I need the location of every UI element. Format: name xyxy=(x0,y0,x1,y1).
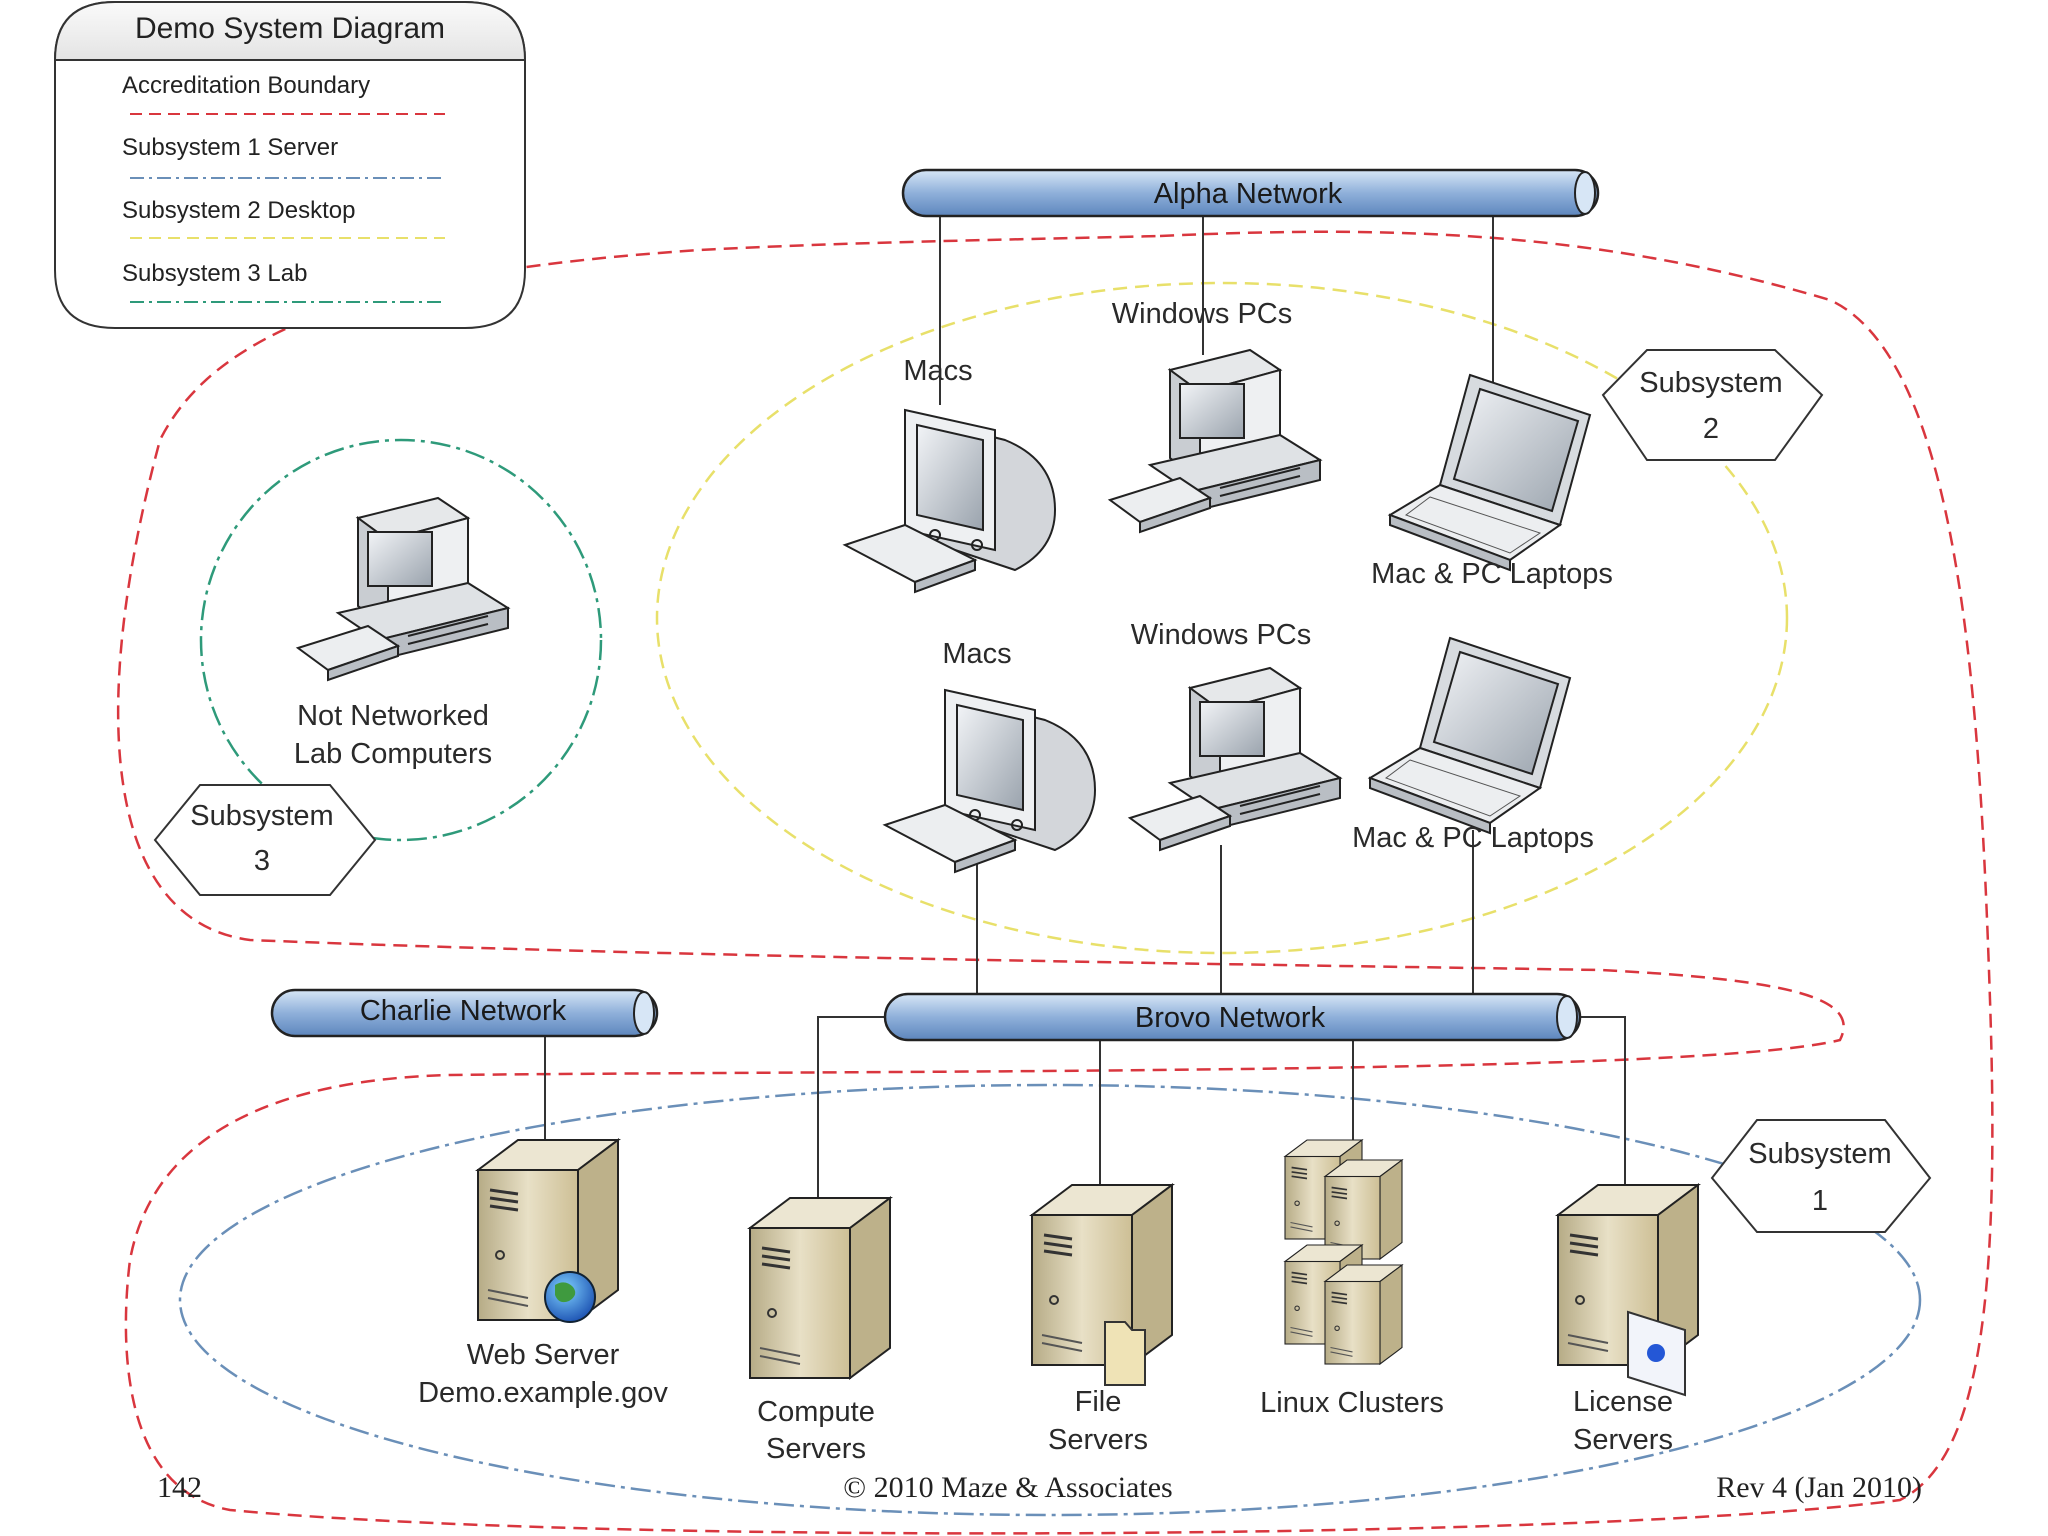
laptop-bottom: Mac & PC Laptops xyxy=(1352,637,1594,854)
charlie-network: Charlie Network xyxy=(270,988,659,1038)
laptop-bottom-label: Mac & PC Laptops xyxy=(1352,822,1594,854)
subsystem-1-number: 1 xyxy=(1812,1185,1828,1217)
compute-servers-label-line1: Compute xyxy=(757,1396,875,1428)
legend-item-subsystem-3: Subsystem 3 Lab xyxy=(122,260,307,287)
license-servers-label-line1: License xyxy=(1573,1386,1673,1418)
legend-item-accreditation: Accreditation Boundary xyxy=(122,72,370,99)
windows-pc-bottom-label: Windows PCs xyxy=(1131,619,1312,651)
license-server: License Servers xyxy=(1556,1183,1700,1456)
windows-pc-bottom: Windows PCs xyxy=(1129,619,1341,851)
windows-pc-top: Windows PCs xyxy=(1109,298,1321,533)
charlie-network-label: Charlie Network xyxy=(360,995,567,1027)
laptop-top-label: Mac & PC Laptops xyxy=(1371,558,1613,590)
subsystem-3-boundary xyxy=(199,438,603,842)
lab-computers-label-line1: Not Networked xyxy=(297,700,489,732)
connections xyxy=(544,215,1626,1205)
web-server: Web Server Demo.example.gov xyxy=(418,1138,668,1409)
file-server: File Servers xyxy=(1030,1183,1174,1456)
legend: Demo System Diagram Accreditation Bounda… xyxy=(53,1,527,329)
laptop-top: Mac & PC Laptops xyxy=(1371,374,1613,590)
subsystem-3-number: 3 xyxy=(254,845,270,877)
subsystem-1-boundary xyxy=(178,1083,1922,1517)
copyright: © 2010 Maze & Associates xyxy=(843,1471,1172,1504)
subsystem-1-label: Subsystem xyxy=(1748,1138,1891,1170)
compute-servers-label-line2: Servers xyxy=(766,1433,866,1465)
mac-top: Macs xyxy=(844,355,1056,593)
brovo-network-label: Brovo Network xyxy=(1135,1002,1326,1034)
brovo-network: Brovo Network xyxy=(883,992,1582,1042)
subsystem-2-boundary xyxy=(655,281,1789,955)
subsystem-2-badge: Subsystem 2 xyxy=(1601,349,1824,461)
windows-pc-top-label: Windows PCs xyxy=(1112,298,1293,330)
subsystem-2-number: 2 xyxy=(1703,413,1719,445)
lab-computers-label-line2: Lab Computers xyxy=(294,738,492,770)
accreditation-boundary xyxy=(116,230,1994,1535)
mac-bottom: Macs xyxy=(884,638,1096,873)
linux-clusters-label: Linux Clusters xyxy=(1260,1387,1444,1419)
mac-top-label: Macs xyxy=(903,355,972,387)
file-servers-label-line1: File xyxy=(1075,1386,1122,1418)
lab-computer: Not Networked Lab Computers xyxy=(294,497,509,770)
license-servers-label-line2: Servers xyxy=(1573,1424,1673,1456)
linux-cluster: Linux Clusters xyxy=(1260,1139,1444,1419)
alpha-network: Alpha Network xyxy=(901,168,1600,218)
subsystem-2-label: Subsystem xyxy=(1639,367,1782,399)
subsystem-1-badge: Subsystem 1 xyxy=(1710,1119,1932,1233)
mac-bottom-label: Macs xyxy=(942,638,1011,670)
revision: Rev 4 (Jan 2010) xyxy=(1716,1471,1922,1504)
page-number: 142 xyxy=(157,1471,202,1504)
web-server-label-line1: Web Server xyxy=(467,1339,620,1371)
legend-title: Demo System Diagram xyxy=(135,12,445,45)
compute-server: Compute Servers xyxy=(748,1196,892,1465)
legend-item-subsystem-2: Subsystem 2 Desktop xyxy=(122,197,355,224)
subsystem-3-badge: Subsystem 3 xyxy=(153,784,377,896)
alpha-network-label: Alpha Network xyxy=(1154,178,1343,210)
web-server-label-line2: Demo.example.gov xyxy=(418,1377,668,1409)
legend-item-subsystem-1: Subsystem 1 Server xyxy=(122,134,338,161)
file-servers-label-line2: Servers xyxy=(1048,1424,1148,1456)
subsystem-3-label: Subsystem xyxy=(190,800,333,832)
